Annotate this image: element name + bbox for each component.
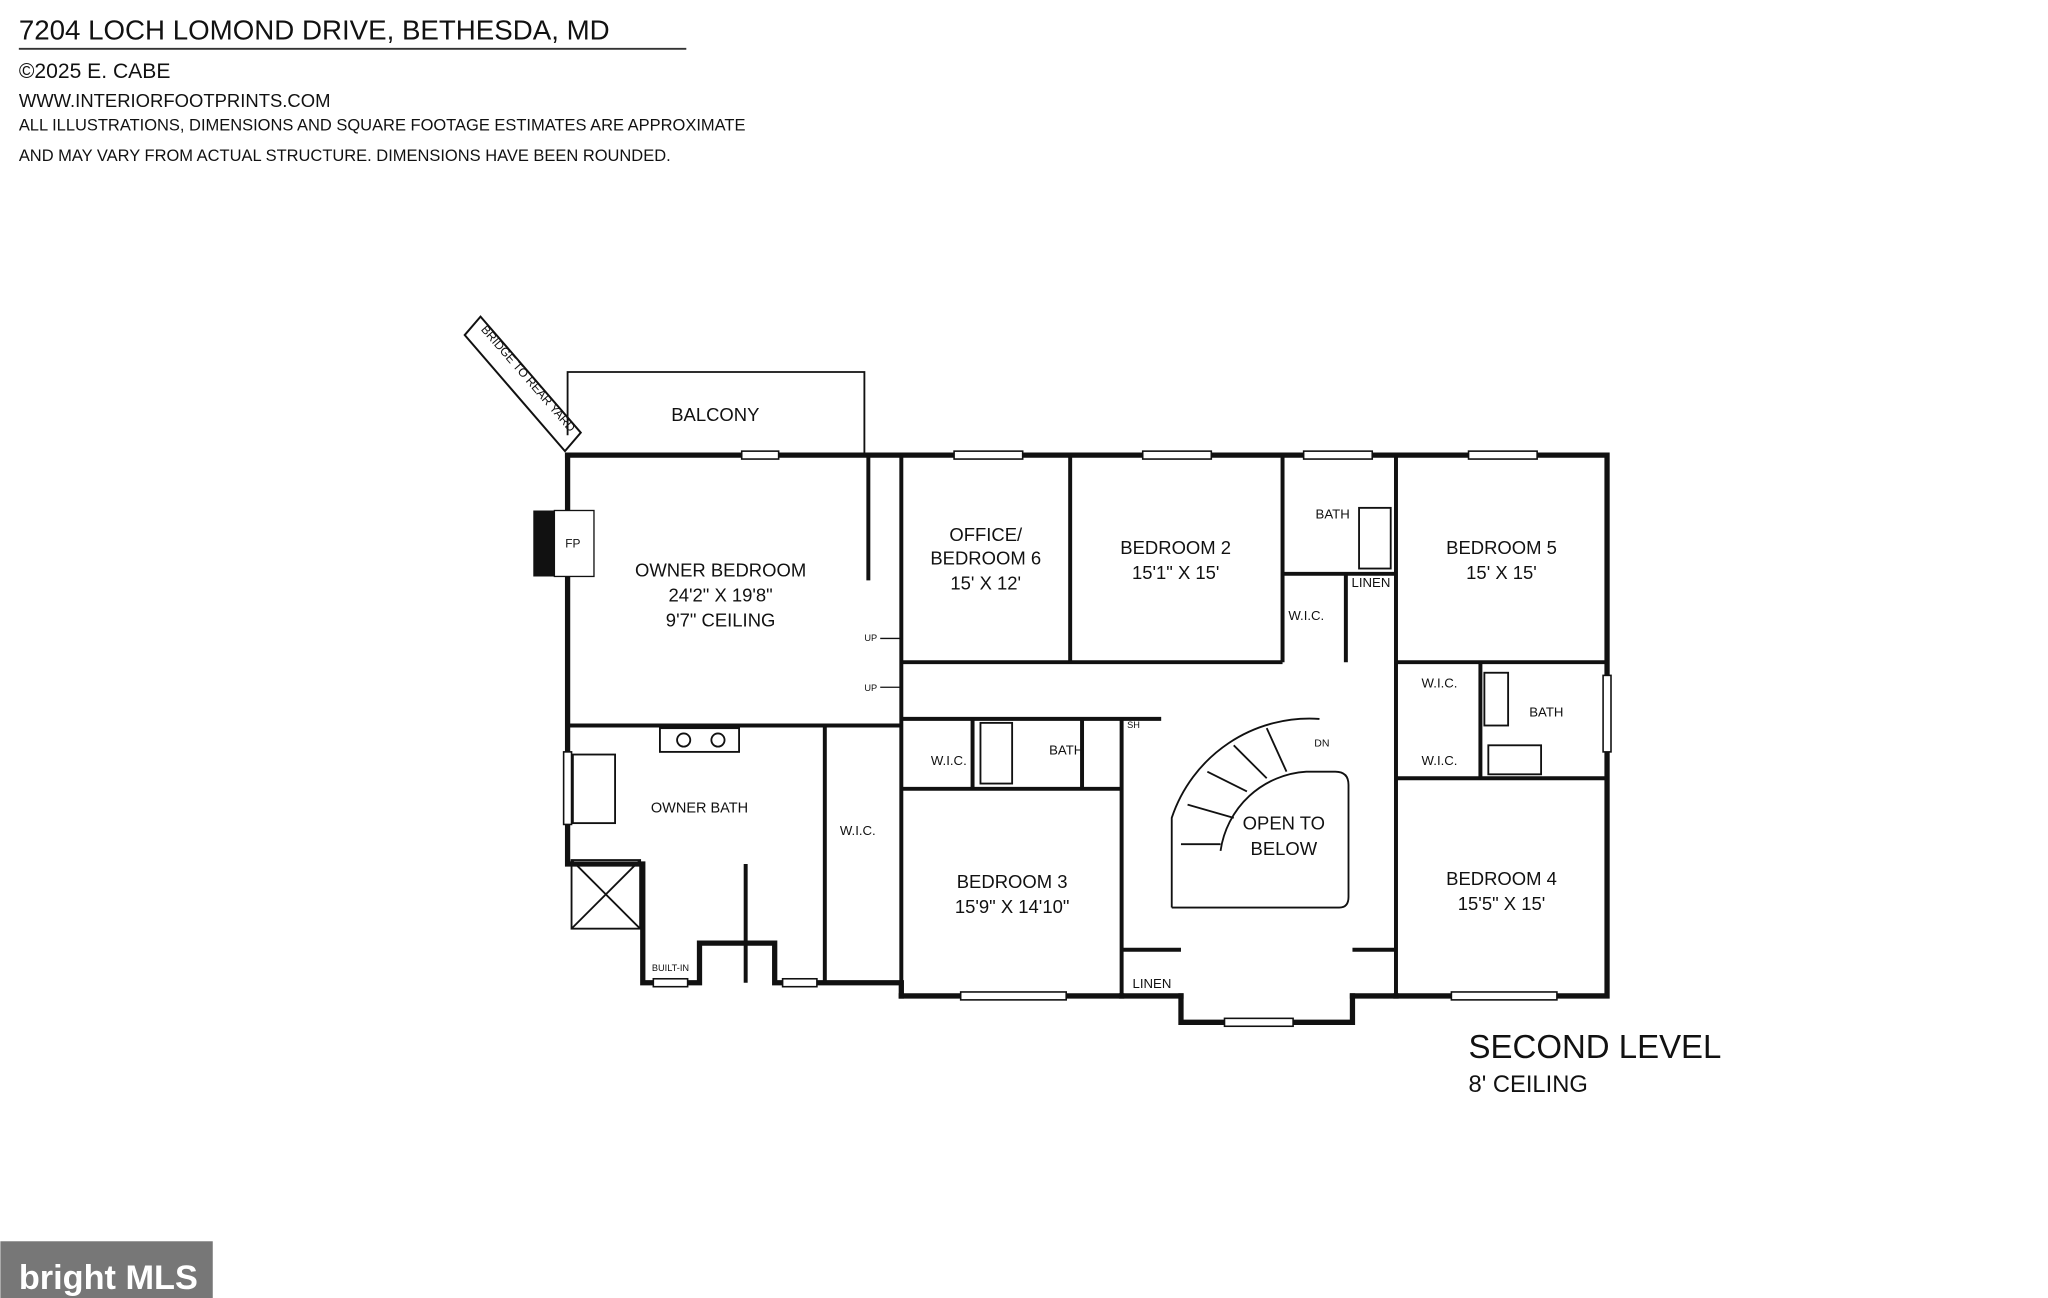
svg-text:BALCONY: BALCONY: [671, 404, 759, 425]
svg-text:BEDROOM 2: BEDROOM 2: [1120, 537, 1231, 558]
svg-text:15' X 12': 15' X 12': [950, 573, 1021, 594]
label-built-in: BUILT-IN: [652, 963, 689, 973]
website: WWW.INTERIORFOOTPRINTS.COM: [19, 90, 331, 111]
room-wic-bedroom4: W.I.C.: [1422, 753, 1458, 768]
svg-text:bright MLS: bright MLS: [19, 1259, 198, 1297]
fixtures: [570, 506, 1543, 930]
svg-text:15' X 15': 15' X 15': [1466, 562, 1537, 583]
room-bath-bedroom2: BATH: [1316, 506, 1350, 521]
disclaimer-line-2: AND MAY VARY FROM ACTUAL STRUCTURE. DIME…: [19, 147, 671, 165]
staircase: DN OPEN TO BELOW: [1170, 717, 1350, 909]
svg-text:OFFICE/: OFFICE/: [949, 524, 1023, 545]
room-bath-bedroom4: BATH: [1529, 704, 1563, 719]
svg-text:15'5" X 15': 15'5" X 15': [1458, 893, 1545, 914]
svg-text:BEDROOM 6: BEDROOM 6: [930, 548, 1041, 569]
svg-text:UP: UP: [864, 633, 877, 643]
interior-walls: [567, 455, 1608, 996]
room-wic-bedroom3: W.I.C.: [931, 753, 967, 768]
svg-text:BRIDGE TO REAR YARD: BRIDGE TO REAR YARD: [478, 323, 578, 435]
room-wic-bedroom2: W.I.C.: [1288, 608, 1324, 623]
room-wic-bedroom5: W.I.C.: [1422, 675, 1458, 690]
property-address: 7204 LOCH LOMOND DRIVE, BETHESDA, MD: [19, 15, 610, 46]
fireplace: FP: [533, 509, 595, 578]
room-bedroom-3: BEDROOM 3 15'9" X 14'10": [955, 871, 1070, 917]
svg-text:15'1" X 15': 15'1" X 15': [1132, 562, 1219, 583]
room-owner-bedroom: OWNER BEDROOM 24'2" X 19'8" 9'7" CEILING: [635, 559, 806, 630]
room-wic-owner: W.I.C.: [840, 823, 876, 838]
copyright: ©2025 E. CABE: [19, 60, 171, 83]
svg-text:9'7" CEILING: 9'7" CEILING: [666, 610, 776, 631]
svg-text:BEDROOM 3: BEDROOM 3: [957, 871, 1068, 892]
stairs-up-1: UP: [864, 633, 901, 643]
svg-text:OPEN TO: OPEN TO: [1243, 813, 1325, 834]
level-title: SECOND LEVEL: [1469, 1028, 1722, 1065]
svg-text:24'2" X 19'8": 24'2" X 19'8": [668, 585, 772, 606]
room-office: OFFICE/ BEDROOM 6 15' X 12': [930, 524, 1041, 594]
room-owner-bath: OWNER BATH: [651, 801, 748, 817]
room-linen-lower: LINEN: [1133, 976, 1172, 991]
room-bedroom-2: BEDROOM 2 15'1" X 15': [1120, 537, 1231, 583]
svg-text:BELOW: BELOW: [1251, 838, 1318, 859]
svg-text:BEDROOM 4: BEDROOM 4: [1446, 868, 1557, 889]
room-linen-upper: LINEN: [1352, 575, 1391, 590]
svg-text:BEDROOM 5: BEDROOM 5: [1446, 537, 1557, 558]
room-bedroom-4: BEDROOM 4 15'5" X 15': [1446, 868, 1557, 914]
bright-mls-logo: bright MLS: [0, 1241, 213, 1298]
svg-text:OWNER BEDROOM: OWNER BEDROOM: [635, 559, 806, 580]
svg-text:UP: UP: [864, 683, 877, 693]
level-ceiling: 8' CEILING: [1469, 1072, 1588, 1098]
room-bath-bedroom3: BATH: [1049, 743, 1083, 758]
svg-text:DN: DN: [1314, 738, 1329, 750]
balcony: BALCONY: [566, 371, 866, 456]
svg-text:FP: FP: [565, 536, 580, 550]
bridge: BRIDGE TO REAR YARD: [463, 315, 583, 453]
disclaimer-line-1: ALL ILLUSTRATIONS, DIMENSIONS AND SQUARE…: [19, 117, 746, 135]
label-shower: SH: [1127, 720, 1140, 730]
svg-text:15'9" X 14'10": 15'9" X 14'10": [955, 896, 1070, 917]
room-bedroom-5: BEDROOM 5 15' X 15': [1446, 537, 1557, 583]
stairs-up-2: UP: [864, 683, 901, 693]
windows: [562, 450, 1612, 1028]
